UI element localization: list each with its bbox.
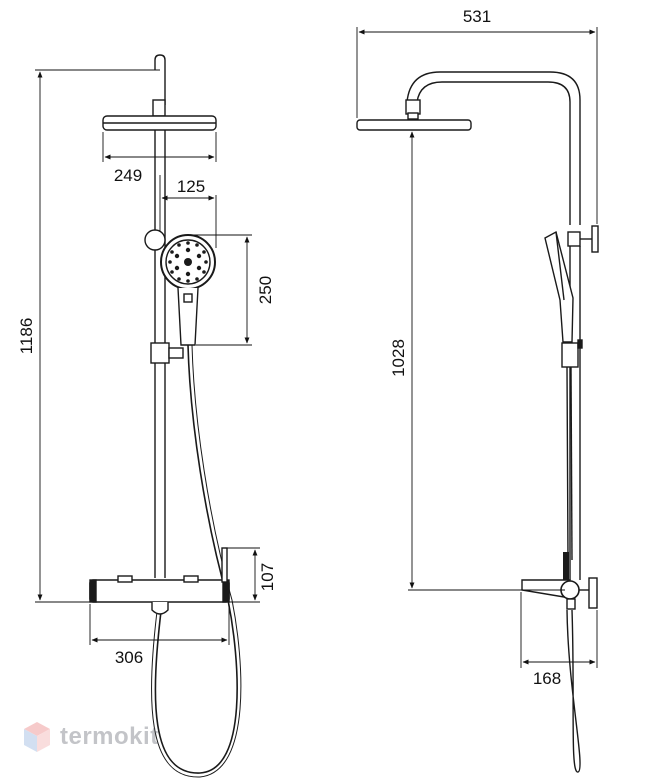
side-rain-head: [356, 119, 472, 131]
front-view: [89, 54, 242, 778]
side-hand-shower: [544, 230, 574, 343]
side-wall-plate: [588, 577, 598, 609]
watermark: termokit: [22, 720, 159, 754]
side-head-connector: [405, 99, 421, 115]
dim-label-125: 125: [177, 177, 205, 196]
side-slide-holder: [561, 342, 579, 368]
slide-holder: [150, 342, 170, 364]
side-view: [356, 71, 599, 773]
wall-bracket: [144, 229, 166, 251]
thermostatic-mixer: [89, 579, 230, 603]
diverter-lever: [221, 547, 228, 583]
mixer-end-cap-right: [222, 579, 230, 603]
dim-label-168: 168: [533, 669, 561, 688]
dim-label-1186: 1186: [17, 318, 36, 355]
dim-label-249: 249: [114, 166, 142, 185]
side-wall-bracket: [567, 231, 581, 247]
side-dimensions: [356, 27, 598, 668]
front-dimensions: [35, 69, 260, 645]
head-connector: [152, 99, 166, 117]
side-shower-hose: [566, 366, 581, 773]
top-arm: [154, 54, 166, 105]
dim-label-250: 250: [256, 276, 275, 304]
dim-label-107: 107: [258, 563, 277, 591]
dim-label-306: 306: [115, 648, 143, 667]
mixer-outlet: [151, 602, 169, 615]
shower-hose: [154, 344, 238, 774]
watermark-brand: termokit: [60, 723, 159, 750]
dim-label-531: 531: [463, 7, 491, 26]
dim-label-1028: 1028: [389, 339, 408, 377]
side-overhead-arm: [406, 71, 581, 225]
mixer-end-cap-left: [89, 579, 97, 603]
cube-logo-icon: [24, 722, 50, 752]
hand-shower-nozzles: [168, 241, 208, 283]
